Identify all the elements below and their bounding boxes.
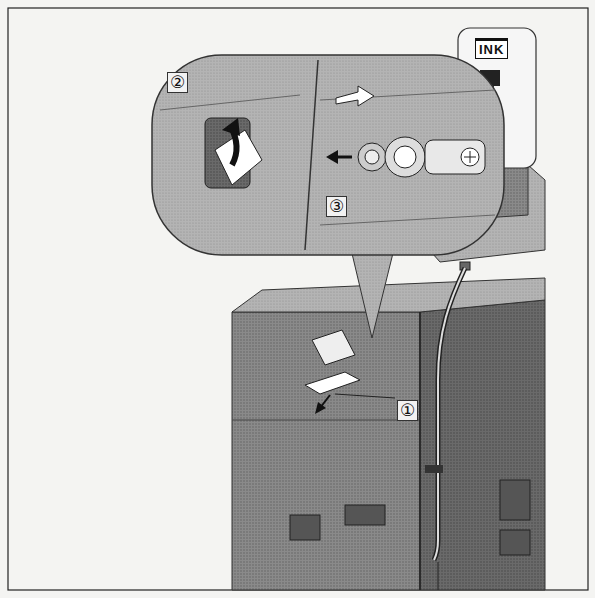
tube-clip <box>425 465 443 473</box>
ink-label: INK <box>475 38 508 59</box>
cover-lid <box>305 330 395 414</box>
callout-number: ② <box>167 72 188 93</box>
detail-callout <box>152 55 504 338</box>
ink-tube-core <box>434 268 465 560</box>
frame <box>8 8 588 590</box>
callout-number: ① <box>397 400 418 421</box>
callout-number: ③ <box>326 196 347 217</box>
ink-tube <box>434 268 465 560</box>
machine-body <box>232 278 545 590</box>
leader-line <box>438 562 439 590</box>
